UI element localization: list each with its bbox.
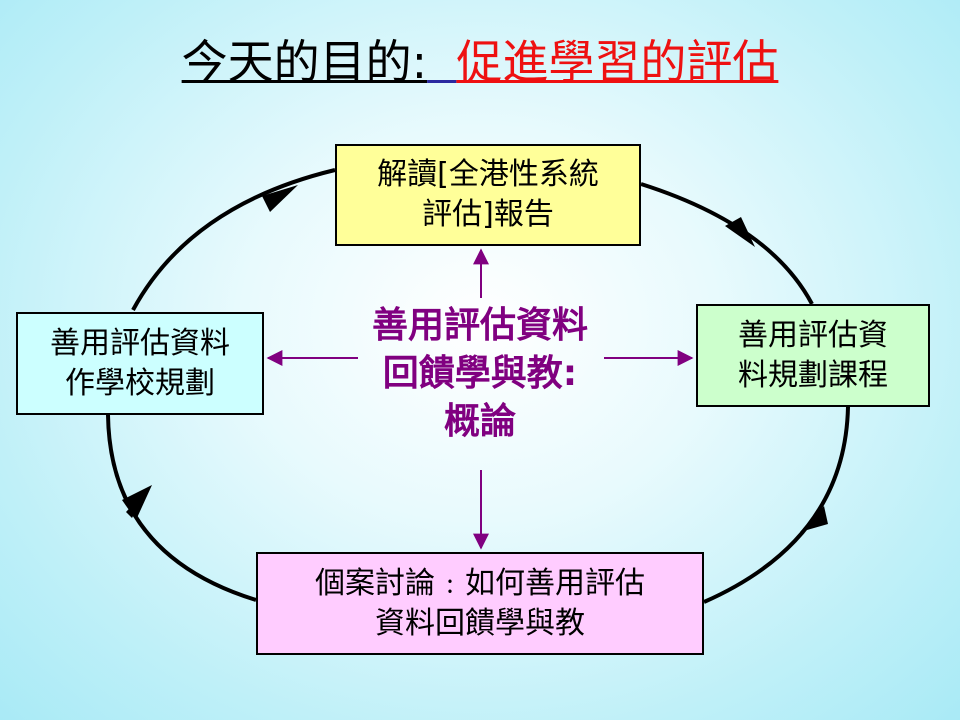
box-left-line2: 作學校規劃 bbox=[65, 365, 215, 401]
box-bottom-line2: 資料回饋學與教 bbox=[375, 605, 585, 641]
title-highlight: 促進學習的評估 bbox=[456, 35, 779, 89]
center-line2: 回饋學與教: bbox=[382, 353, 578, 394]
box-right-line2: 料規劃課程 bbox=[738, 357, 888, 393]
slide-title: 今天的目的: 促進學習的評估 bbox=[0, 32, 960, 92]
cycle-arrowhead-right-bottom bbox=[800, 506, 828, 532]
center-line3: 概論 bbox=[443, 401, 516, 442]
cycle-arrowhead-bottom-left-tip bbox=[122, 485, 152, 520]
box-bottom-line1: 個案討論﹕如何善用評估 bbox=[315, 565, 645, 601]
box-curriculum-planning: 善用評估資 料規劃課程 bbox=[696, 304, 930, 407]
title-prefix: 今天的目的: bbox=[181, 35, 428, 89]
box-interpret-report: 解讀[全港性系統 評估]報告 bbox=[335, 144, 641, 246]
cycle-arc-bottom-left bbox=[106, 414, 257, 602]
center-line1: 善用評估資料 bbox=[371, 305, 588, 346]
box-school-planning: 善用評估資料 作學校規劃 bbox=[16, 312, 264, 415]
cycle-arrowhead-top-left bbox=[262, 185, 298, 212]
cycle-arc-top-right bbox=[640, 182, 814, 305]
box-right-line1: 善用評估資 bbox=[738, 317, 888, 353]
box-case-discussion: 個案討論﹕如何善用評估 資料回饋學與教 bbox=[256, 552, 704, 655]
cycle-arrowhead-top-right bbox=[725, 217, 755, 247]
box-top-line2: 評估]報告 bbox=[422, 197, 554, 232]
box-top-line1: 解讀[全港性系統 bbox=[377, 157, 599, 192]
center-topic: 善用評估資料 回饋學與教: 概論 bbox=[330, 302, 630, 446]
box-left-line1: 善用評估資料 bbox=[50, 325, 230, 361]
cycle-arc-top-left bbox=[131, 168, 336, 311]
cycle-arc-right-bottom bbox=[703, 406, 850, 604]
